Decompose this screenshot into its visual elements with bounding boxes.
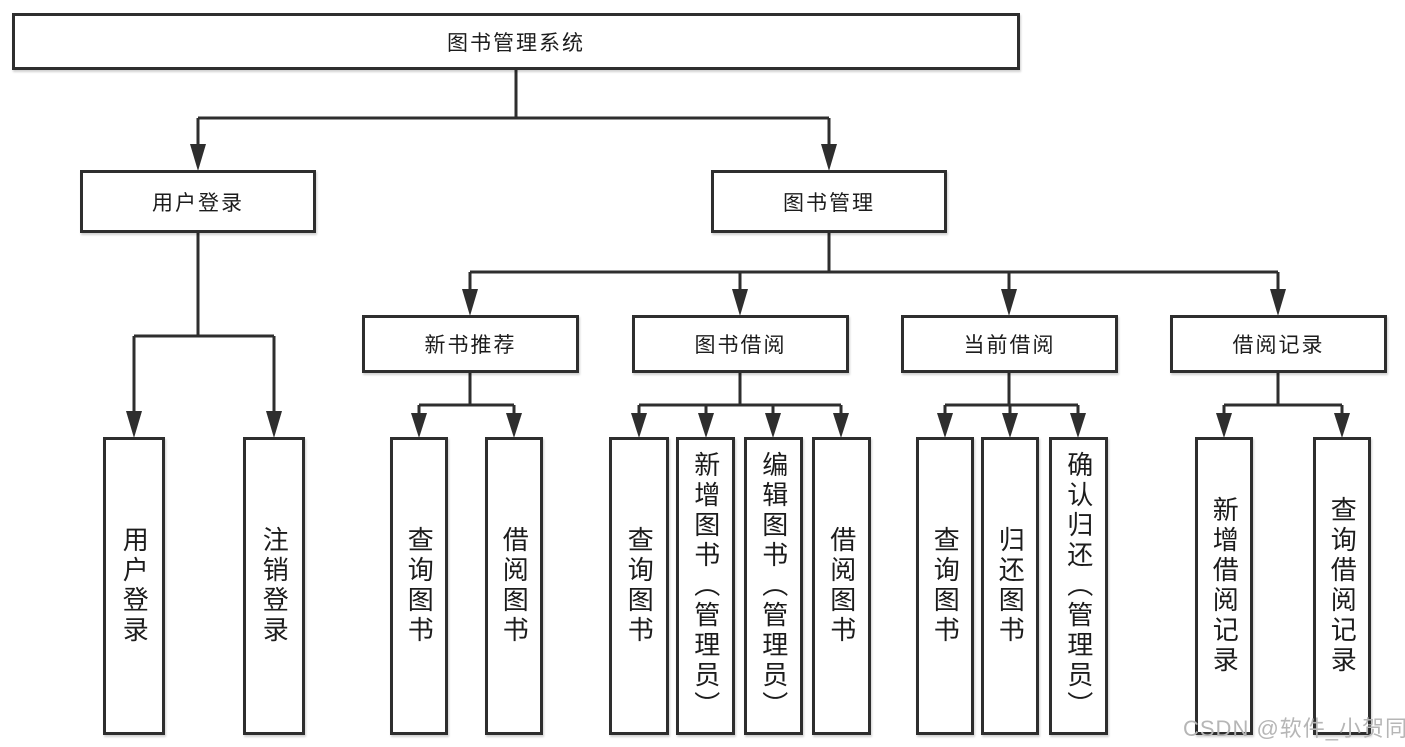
leaf-label: 用户登录 bbox=[119, 526, 150, 646]
leaf-borrow-books-recommend: 借阅图书 bbox=[485, 437, 543, 735]
node-user-login: 用户登录 bbox=[80, 170, 316, 233]
leaf-label: 新增图书（管理员） bbox=[690, 451, 721, 721]
leaf-edit-book-admin: 编辑图书（管理员） bbox=[744, 437, 803, 735]
leaf-query-borrow-record: 查询借阅记录 bbox=[1313, 437, 1371, 735]
leaf-add-borrow-record: 新增借阅记录 bbox=[1195, 437, 1253, 735]
leaf-return-book: 归还图书 bbox=[981, 437, 1039, 735]
leaf-query-books-borrow: 查询图书 bbox=[609, 437, 669, 735]
node-root: 图书管理系统 bbox=[12, 13, 1020, 70]
node-current-borrow: 当前借阅 bbox=[901, 315, 1118, 373]
leaf-label: 注销登录 bbox=[259, 526, 290, 646]
node-new-book-recommend: 新书推荐 bbox=[362, 315, 579, 373]
leaf-label: 借阅图书 bbox=[826, 526, 857, 646]
node-borrow-records: 借阅记录 bbox=[1170, 315, 1387, 373]
leaf-label: 查询图书 bbox=[624, 526, 655, 646]
node-book-borrow: 图书借阅 bbox=[632, 315, 849, 373]
node-book-management: 图书管理 bbox=[711, 170, 947, 233]
leaf-query-books-current: 查询图书 bbox=[916, 437, 974, 735]
leaf-label: 查询图书 bbox=[930, 526, 961, 646]
leaf-logout: 注销登录 bbox=[243, 437, 305, 735]
leaf-label: 编辑图书（管理员） bbox=[758, 451, 789, 721]
leaf-label: 新增借阅记录 bbox=[1209, 496, 1240, 676]
arrowheads bbox=[126, 144, 1350, 438]
leaf-label: 归还图书 bbox=[995, 526, 1026, 646]
leaf-label: 查询借阅记录 bbox=[1327, 496, 1358, 676]
leaf-add-book-admin: 新增图书（管理员） bbox=[676, 437, 735, 735]
leaf-label: 查询图书 bbox=[404, 526, 435, 646]
csdn-watermark: CSDN @软件_小贺同学 bbox=[1183, 716, 1405, 741]
leaf-query-books-recommend: 查询图书 bbox=[390, 437, 448, 735]
leaf-label: 借阅图书 bbox=[499, 526, 530, 646]
leaf-user-login: 用户登录 bbox=[103, 437, 165, 735]
leaf-confirm-return-admin: 确认归还（管理员） bbox=[1049, 437, 1108, 735]
leaf-label: 确认归还（管理员） bbox=[1063, 451, 1094, 721]
leaf-borrow-books-borrow: 借阅图书 bbox=[812, 437, 871, 735]
